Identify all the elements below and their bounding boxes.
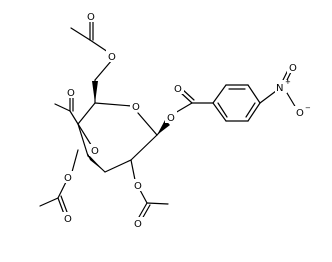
atom-o-acetyl-c3-carbonyl: O: [64, 214, 72, 225]
bond-c6-acyl-o: [89, 39, 109, 53]
bond-o-ch2: [94, 59, 113, 81]
wedge-c1-o: [157, 120, 170, 135]
atom-o-acetyl-c4-carbonyl: O: [67, 88, 75, 99]
bond-c2-acyl-carbonyl-2: [141, 204, 151, 220]
bond-c2-acyl-methyl: [146, 202, 169, 205]
atom-o-benzoyl-carbonyl: O: [174, 84, 182, 95]
bond-c4-acyl-c4: [69, 110, 79, 125]
wedge-c3-c4: [87, 153, 105, 172]
bond-c4-acyl-methyl: [54, 103, 71, 112]
wedge-c5-c6: [92, 81, 98, 103]
bond-c2-acyl-carbonyl: [138, 202, 148, 218]
bond-ar-6: [212, 102, 227, 122]
wedge-layer: [87, 81, 170, 172]
atom-o-nitro-2: O: [296, 108, 304, 119]
atom-label-layer: O O O O O O N + O O − O O O O O: [62, 10, 311, 230]
bond-c2-c3: [104, 159, 132, 173]
bond-c2-o-acyl: [139, 189, 148, 204]
bond-c2-o: [130, 159, 136, 181]
atom-o-acetyl-c2-carbonyl: O: [134, 219, 142, 230]
bond-ar-1: [212, 84, 227, 104]
bond-c3-acyl-carbonyl: [57, 197, 65, 215]
bond-ar-inner-3: [217, 102, 228, 118]
bond-c3-acyl-carbonyl-2: [60, 195, 68, 213]
bond-c3-acyl-methyl: [39, 197, 59, 207]
atom-o-c3-ester: O: [64, 173, 72, 184]
bond-ar-3: [247, 84, 261, 104]
atom-o-c4-ester: O: [91, 146, 99, 157]
bond-c5-c4: [77, 102, 96, 125]
bond-c4-o: [77, 123, 89, 157]
bond-c5-ring-o: [94, 102, 133, 107]
atom-o-nitro-1: O: [289, 63, 297, 74]
atom-o-nitro-2-charge: −: [305, 104, 311, 112]
atom-o-c6-ester: O: [108, 52, 116, 63]
bond-c6-methyl: [70, 27, 91, 41]
atom-o-c2-ester: O: [134, 181, 142, 192]
atom-n-charge: +: [285, 78, 291, 86]
atom-o-ring: O: [132, 102, 140, 113]
atom-o-acetyl-c6-carbonyl: O: [87, 12, 95, 23]
bond-c3-o-acyl: [57, 181, 67, 199]
bond-ar-n: [259, 90, 277, 104]
bond-c1-c2: [130, 134, 158, 161]
bond-n-o2: [286, 92, 297, 109]
bond-ring-o-c1: [137, 112, 158, 136]
bond-ar-inner-2: [245, 102, 256, 118]
bond-ar-4: [247, 102, 261, 122]
atom-n-nitro: N: [276, 83, 283, 94]
atom-o-anomeric-ester: O: [167, 113, 175, 124]
bond-o-benzoyl: [174, 102, 193, 114]
bond-c3-o: [71, 149, 79, 173]
